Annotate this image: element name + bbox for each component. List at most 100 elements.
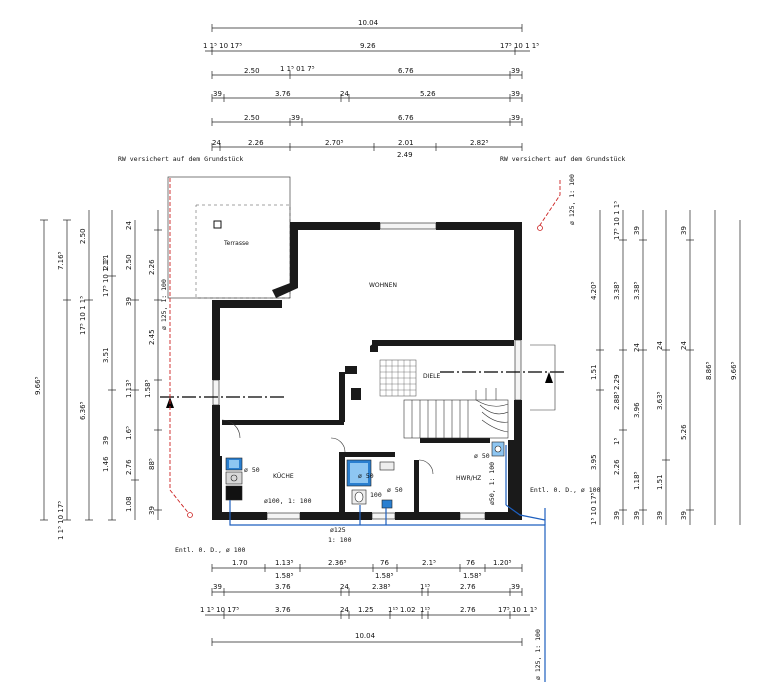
d125-main: ø125 bbox=[330, 526, 346, 534]
dim-top-row2-c: 17⁵ 10 1 1⁵ bbox=[500, 42, 539, 50]
dim-top-row6-d: 2.01 bbox=[398, 139, 414, 147]
dim-bottom-row2-b: 3.76 bbox=[275, 583, 291, 591]
dim-total-top: 10.04 bbox=[358, 19, 379, 27]
sewer-pipes bbox=[229, 500, 546, 682]
dim-left-col6-d: 1.6⁵ bbox=[125, 426, 133, 440]
dim-right-col4-c: 1.51 bbox=[656, 474, 664, 490]
dim-left-col6-g: 24 bbox=[125, 221, 133, 230]
dim-right-col1-d: 1⁵ 10 17⁵ bbox=[590, 492, 598, 525]
dim-bottom-row3-d: 1.25 bbox=[358, 606, 374, 614]
dim-right-col3-e: 1.18⁵ bbox=[633, 471, 641, 490]
entl-left: Entl. 0. D., ø 100 bbox=[175, 546, 246, 554]
dim-left-col5-e: 1.08 bbox=[125, 496, 133, 512]
entl-right: Entl. 0. D., ø 100 bbox=[530, 486, 601, 494]
dim-left-col6-c: 1.13⁵ bbox=[125, 379, 133, 398]
dim-top-row2-b: 9.26 bbox=[360, 42, 376, 50]
dim-top-row6-a: 24 bbox=[212, 139, 221, 147]
dim-bottom-row1-b: 1.13⁵ bbox=[275, 559, 294, 567]
dim-bottom-row3-a: 1 1⁵ 10 17⁵ bbox=[200, 606, 239, 614]
dim-top-row5-b: 39 bbox=[291, 114, 300, 122]
dim-left-col3-a: 2.50 bbox=[79, 228, 87, 244]
dim-right-col5-b: 5.26 bbox=[680, 424, 688, 440]
dim-right-col5-d: 39 bbox=[680, 511, 688, 520]
dim-left-col2-a: 7.16⁵ bbox=[57, 251, 65, 270]
hwr-label: HWR/HZ bbox=[456, 475, 481, 482]
dim-bottom-row2-f: 2.76 bbox=[460, 583, 476, 591]
dim-bottom-row3-f: 1.02 bbox=[400, 606, 416, 614]
dim-right-col2-f: 39 bbox=[613, 511, 621, 520]
kitchen-fixtures bbox=[225, 457, 243, 501]
annotations: RW versichert auf dem Grundstück RW vers… bbox=[118, 155, 625, 680]
dim-right-col5-c: 24 bbox=[680, 341, 688, 350]
dim-top-row4-b: 3.76 bbox=[275, 90, 291, 98]
diele-label: DIELE bbox=[423, 373, 441, 380]
dim-top-row5-a: 2.50 bbox=[244, 114, 260, 122]
dim-top-row3-b: 1 1⁵ 01 7⁵ bbox=[280, 65, 315, 73]
wohnen-label: WOHNEN bbox=[369, 282, 397, 289]
d100-kitchen: ø100, bbox=[264, 497, 284, 505]
dim-left-col5-c: 1.58⁵ bbox=[144, 379, 152, 398]
dim-top-row6-sub: 2.49 bbox=[397, 151, 413, 159]
d100-kitchen-scale: 1: 100 bbox=[288, 497, 312, 505]
dim-left-col4-c: 3.51 bbox=[102, 347, 110, 363]
d50-bad-2: ø 50 bbox=[387, 486, 403, 494]
door-swings bbox=[221, 419, 434, 475]
dim-bottom-row1-d: 76 bbox=[380, 559, 389, 567]
dim-left-col6-e: 88⁵ bbox=[148, 458, 156, 470]
dim-top-row4-a: 39 bbox=[213, 90, 222, 98]
d50-vertical: ø50, 1: 100 bbox=[488, 462, 496, 505]
dim-left-total: 9.66⁵ bbox=[34, 376, 42, 395]
dim-right-col7-a: 9.66⁵ bbox=[730, 361, 738, 380]
dim-top-row3-d: 39 bbox=[511, 67, 520, 75]
dim-left-col6-f: 39 bbox=[102, 436, 110, 445]
dim-left-col5-b: 39 bbox=[125, 297, 133, 306]
dim-bottom-row3-b: 3.76 bbox=[275, 606, 291, 614]
dim-bottom-total: 10.04 bbox=[355, 632, 376, 640]
dim-left-col5-a: 2.50 bbox=[125, 254, 133, 270]
terrasse-label: Terrasse bbox=[223, 240, 249, 247]
dim-bottom-row2-d: 2.38⁵ bbox=[372, 583, 391, 591]
dim-top-row5-c: 6.76 bbox=[398, 114, 414, 122]
dim-bottom-sub-b: 1.58⁵ bbox=[375, 572, 394, 580]
pipe-label-left: ø 125, 1: 100 bbox=[160, 279, 168, 330]
hwr-fixtures bbox=[491, 441, 507, 505]
dim-right-col5-a: 39 bbox=[680, 226, 688, 235]
diele-hatch bbox=[379, 359, 417, 397]
dim-bottom-row1-a: 1.70 bbox=[232, 559, 248, 567]
d125-main-scale: 1: 100 bbox=[328, 536, 352, 544]
d50-kueche: ø 50 bbox=[244, 466, 260, 474]
dim-right-col4-d: 39 bbox=[656, 511, 664, 520]
bottom-dimension-chains: 1.70 1.13⁵ 2.36⁵ 76 2.1⁵ 76 1.20⁵ 1.58⁵ … bbox=[200, 559, 537, 646]
dim-right-col2-b: 3.38⁵ bbox=[613, 281, 621, 300]
dim-top-row5-d: 39 bbox=[511, 114, 520, 122]
pipe-label-right-top: ø 125, 1: 100 bbox=[568, 174, 576, 225]
rw-note-left: RW versichert auf dem Grundstück bbox=[118, 155, 243, 163]
dim-top-row3-c: 6.76 bbox=[398, 67, 414, 75]
dim-bottom-row1-f: 76 bbox=[466, 559, 475, 567]
dim-left-col3-c: 6.36⁵ bbox=[79, 401, 87, 420]
dim-right-col6-a: 8.86⁵ bbox=[705, 361, 713, 380]
dim-right-col2-a: 17⁵ 10 1 1⁵ bbox=[613, 201, 621, 240]
dim-right-col4-a: 24 bbox=[656, 341, 664, 350]
dim-right-col2-c: 2.29 bbox=[613, 374, 621, 390]
bathroom-fixtures bbox=[346, 459, 395, 509]
d50-hwr: ø 50 bbox=[474, 452, 490, 460]
dim-left-col4-a: 2.11 bbox=[102, 254, 110, 270]
dim-right-col3-c: 24 bbox=[633, 343, 641, 352]
dim-bottom-row1-e: 2.1⁵ bbox=[422, 559, 436, 567]
kueche-label: KÜCHE bbox=[273, 473, 294, 480]
dim-right-col4-b: 3.63⁵ bbox=[656, 391, 664, 410]
dim-bottom-row2-e: 1¹⁵ bbox=[420, 583, 430, 591]
dim-bottom-row1-c: 2.36⁵ bbox=[328, 559, 347, 567]
top-dimension-chains: 10.04 1 1⁵ 10 17⁵ 9.26 17⁵ 10 1 1⁵ 2.50 … bbox=[203, 19, 539, 159]
dim-right-col2-d: 2.88⁵ bbox=[613, 391, 621, 410]
dim-left-col4-d: 1.46 bbox=[102, 456, 110, 472]
dim-bottom-row1-g: 1.20⁵ bbox=[493, 559, 512, 567]
d100-bad: 100 bbox=[370, 491, 382, 499]
dim-bottom-row3-h: 2.76 bbox=[460, 606, 476, 614]
dim-left-col5-d: 2.76 bbox=[125, 459, 133, 475]
interior-walls bbox=[216, 340, 514, 514]
dim-top-row3-a: 2.50 bbox=[244, 67, 260, 75]
dim-bottom-sub-a: 1.58⁵ bbox=[275, 572, 294, 580]
